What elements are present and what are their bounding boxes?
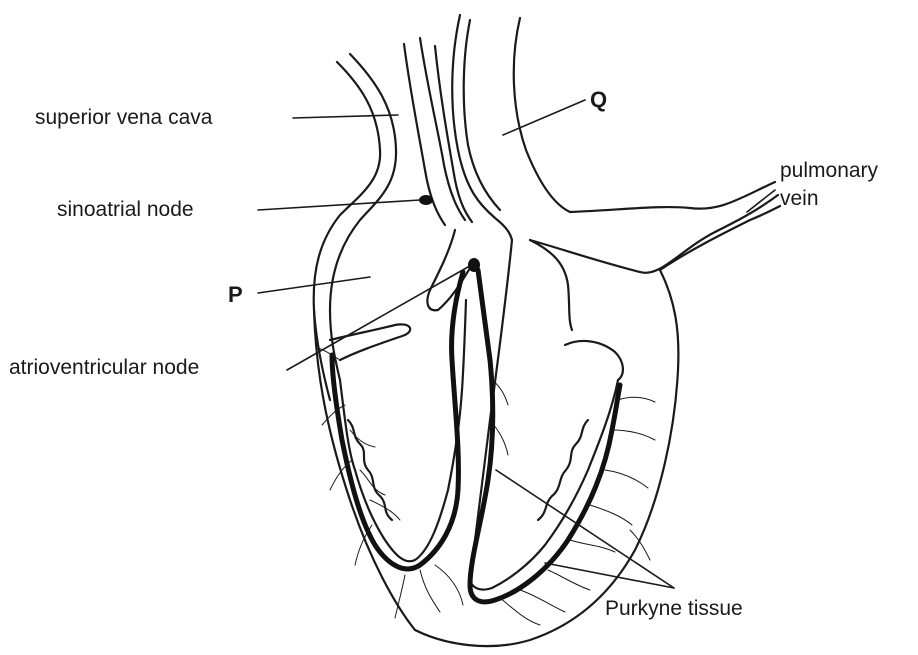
- right-valve-flap: [330, 324, 410, 360]
- label-purkyne-tissue: Purkyne tissue: [605, 598, 743, 619]
- leader-superior-vena-cava: [293, 115, 398, 118]
- label-sinoatrial-node: sinoatrial node: [57, 199, 194, 220]
- pulmonary-artery-right: [514, 18, 570, 212]
- purkyne-fibre-left: [470, 270, 620, 602]
- label-q: Q: [590, 89, 607, 111]
- left-valve-flap: [565, 341, 623, 380]
- pulmonary-vein-lower-2: [660, 206, 780, 270]
- purkyne-fibre-right: [332, 272, 463, 569]
- sinoatrial-node-dot: [419, 195, 433, 205]
- trabeculae-left: [538, 420, 588, 520]
- pulmonary-vein-upper: [570, 182, 775, 212]
- left-atrium-wall: [530, 240, 572, 330]
- atrioventricular-node-dot: [468, 258, 480, 272]
- label-superior-vena-cava: superior vena cava: [35, 107, 212, 128]
- label-p: P: [228, 284, 243, 306]
- vena-cava-inner-wall: [330, 54, 396, 380]
- pulmonary-artery-left: [452, 15, 512, 240]
- pulmonary-artery-inner: [464, 20, 500, 210]
- leader-sinoatrial-node: [258, 200, 420, 210]
- label-atrioventricular-node: atrioventricular node: [9, 357, 199, 378]
- heart-outer-wall-left: [314, 310, 415, 630]
- label-pulmonary-vein-line2: vein: [780, 188, 819, 209]
- label-pulmonary-vein-line1: pulmonary: [780, 160, 878, 181]
